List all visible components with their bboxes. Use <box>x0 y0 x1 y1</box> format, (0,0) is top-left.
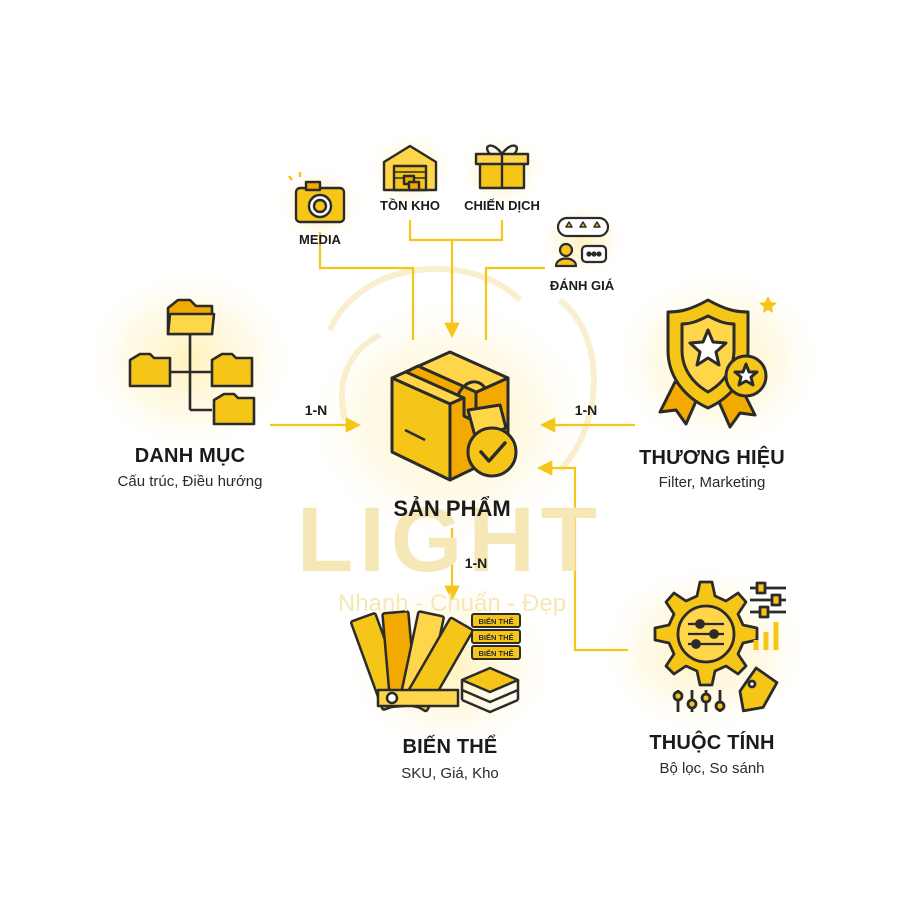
variant-tag-2: BIẾN THỂ <box>478 632 513 642</box>
relation-danh-muc: 1-N <box>304 402 328 418</box>
ton-kho-label: TỒN KHO <box>380 198 440 213</box>
center-title: SẢN PHẨM <box>393 496 511 521</box>
danh-gia-label: ĐÁNH GIÁ <box>549 278 615 293</box>
variant-tag-1: BIẾN THỂ <box>478 616 513 626</box>
thuong-hieu-title: THƯƠNG HIỆU <box>639 447 785 469</box>
review-icon <box>554 216 610 268</box>
gear-sliders-icon <box>653 580 786 713</box>
danh-muc-title: DANH MỤC <box>134 445 246 467</box>
folder-tree-icon <box>128 298 256 426</box>
bien-the-title: BIẾN THỂ <box>402 736 498 758</box>
danh-muc-subtitle: Cấu trúc, Điều hướng <box>117 473 263 490</box>
connector-danh-gia <box>484 266 545 340</box>
connector-ton-kho <box>408 220 460 339</box>
watermark-brand: LIGHT <box>297 489 603 591</box>
connector-media <box>318 232 415 340</box>
thuoc-tinh-title: THUỘC TÍNH <box>649 732 775 754</box>
variant-tags: BIẾN THỂ BIẾN THỂ BIẾN THỂ <box>471 613 521 660</box>
thuong-hieu-subtitle: Filter, Marketing <box>658 474 766 491</box>
connectors <box>270 220 635 652</box>
watermark-tagline: Nhanh - Chuẩn - Đẹp <box>337 590 567 617</box>
color-swatch-icon <box>349 610 520 714</box>
connector-chien-dich <box>452 220 504 242</box>
warehouse-icon <box>382 144 438 192</box>
thuoc-tinh-subtitle: Bộ lọc, So sánh <box>659 760 765 777</box>
camera-icon <box>288 172 346 224</box>
gift-icon <box>474 144 530 190</box>
variant-tag-3: BIẾN THỂ <box>478 648 513 658</box>
box-icon <box>390 350 518 482</box>
connector-thuoc-tinh <box>536 460 628 652</box>
media-label: MEDIA <box>299 232 341 247</box>
watermark-logo-icon <box>327 265 597 473</box>
shield-star-icon <box>658 296 777 429</box>
chien-dich-label: CHIẾN DỊCH <box>464 198 540 213</box>
relation-thuong-hieu: 1-N <box>574 402 598 418</box>
stacked-layers-icon <box>460 666 520 714</box>
bien-the-subtitle: SKU, Giá, Kho <box>401 765 499 782</box>
relation-bien-the: 1-N <box>464 555 488 571</box>
